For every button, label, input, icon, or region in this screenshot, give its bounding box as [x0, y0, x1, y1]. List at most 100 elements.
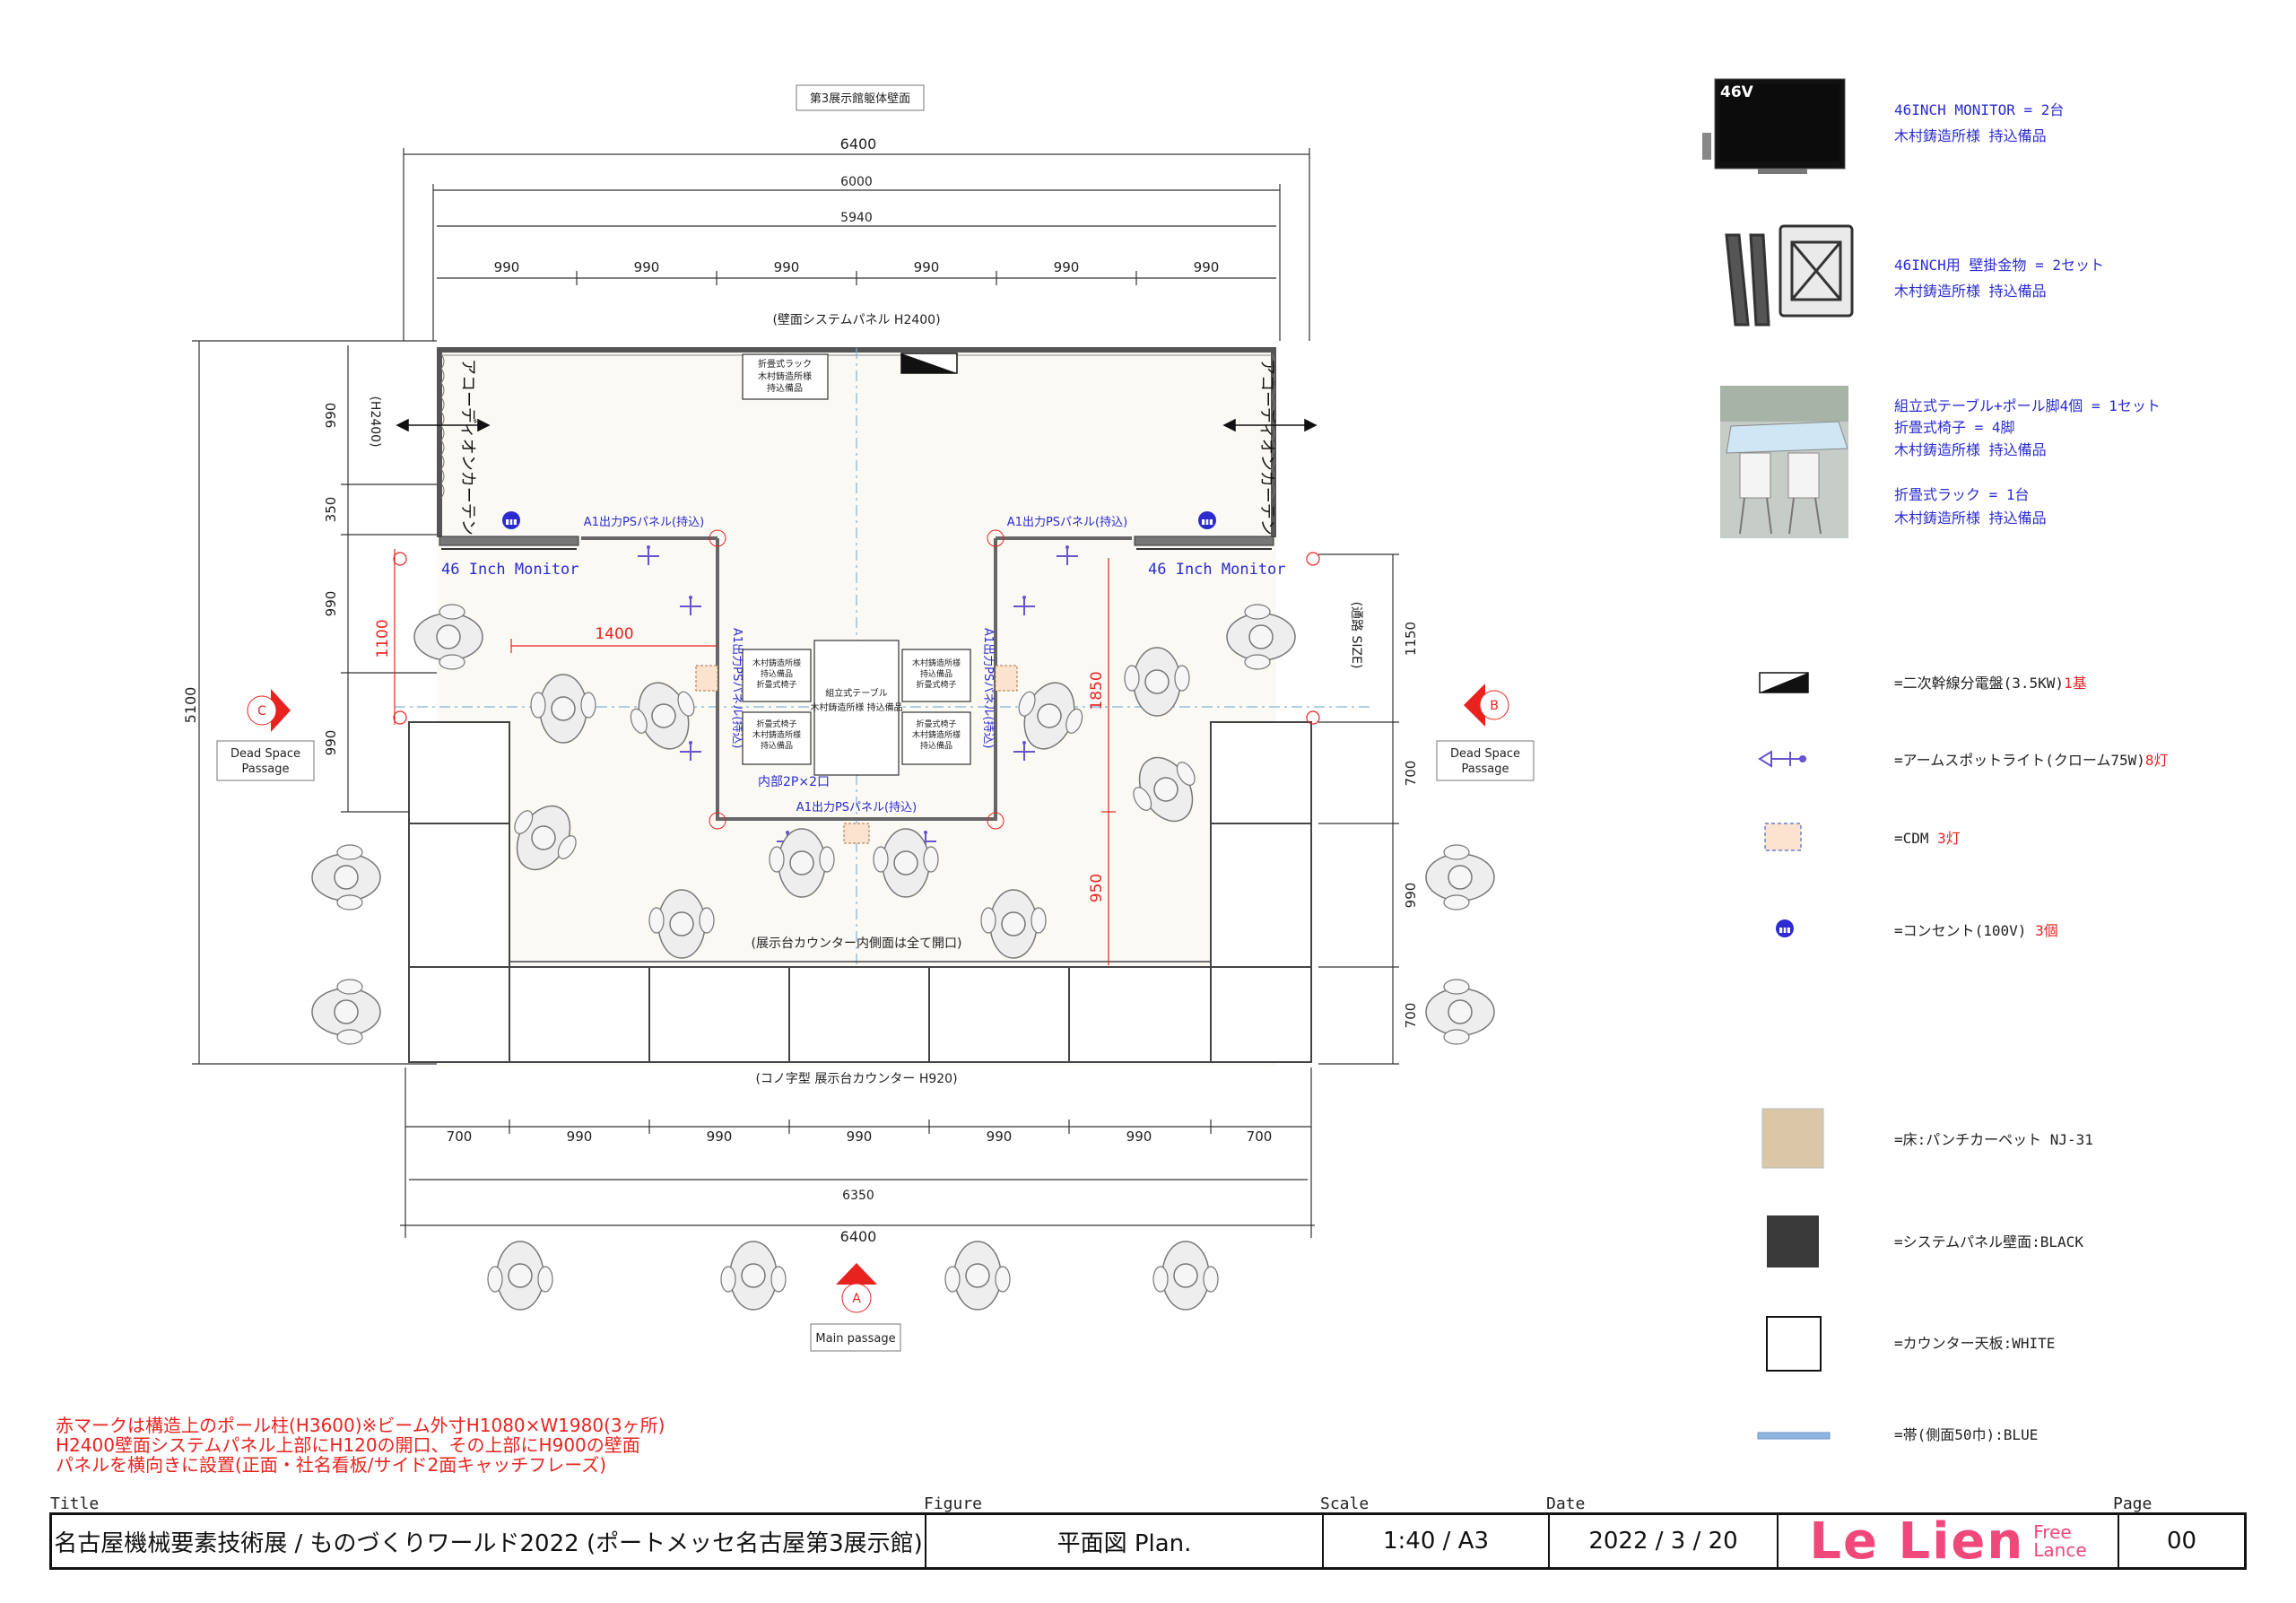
- tb-date: 2022 / 3 / 20: [1550, 1515, 1779, 1567]
- dim-5100-left: 5100: [182, 687, 199, 724]
- left-wall: [437, 347, 442, 537]
- chair-label: 持込備品: [920, 740, 952, 751]
- main-passage-box: [810, 1323, 901, 1352]
- dim-top-module: 990: [1054, 259, 1080, 275]
- dim-6000-top: 6000: [840, 175, 873, 189]
- wall-label-box: [796, 84, 925, 111]
- legend-material-text: =カウンター天板:WHITE: [1894, 1335, 2055, 1352]
- legend-table-line: 折畳式椅子 = 4脚: [1894, 419, 2015, 436]
- dim-top-module: 990: [494, 259, 520, 275]
- dim-bottom-module: 990: [707, 1128, 733, 1145]
- tb-label-page: Page: [2113, 1494, 2152, 1513]
- dimensions-right: [1318, 553, 1399, 1065]
- chair-label: 木村鋳造所様: [752, 658, 801, 668]
- folding-rack: [742, 353, 829, 400]
- table-label: 組立式テーブル: [825, 687, 887, 699]
- mark-a: [836, 1263, 877, 1313]
- tb-label-scale: Scale: [1320, 1494, 1370, 1513]
- legend-symbol-text: =CDM 3灯: [1894, 830, 1961, 847]
- chair-label: 持込備品: [920, 668, 952, 679]
- right-wall: [1271, 347, 1276, 537]
- outlet-icon: [1775, 919, 1795, 938]
- dim-left-segment: 350: [323, 497, 339, 523]
- legend-symbol-text: =二次幹線分電盤(3.5KW)1基: [1894, 675, 2087, 692]
- monitor-label-left: 46 Inch Monitor: [441, 561, 579, 579]
- mark-b: [1464, 684, 1509, 727]
- tb-label-figure: Figure: [924, 1494, 983, 1513]
- legend-monitor-line: 46INCH MONITOR = 2台: [1894, 101, 2064, 118]
- dim-1850: 1850: [1088, 671, 1106, 710]
- tb-page-text: 00: [2166, 1528, 2197, 1555]
- logo-main: Le Lien: [1809, 1512, 2025, 1571]
- legend-symbol-text: =アームスポットライト(クローム75W)8灯: [1894, 752, 2169, 769]
- tb-page: 00: [2119, 1515, 2244, 1567]
- distribution-board-icon: [900, 353, 958, 374]
- dim-1400: 1400: [595, 625, 633, 643]
- panel-swatch: [1767, 1215, 1819, 1268]
- aisle-size-label: (通路 SIZE): [1349, 602, 1363, 669]
- logo-sub-free: Free: [2033, 1521, 2072, 1543]
- tb-label-date: Date: [1546, 1494, 1586, 1513]
- dim-6350-bottom: 6350: [842, 1189, 874, 1203]
- dim-top-module: 990: [914, 259, 940, 275]
- legend-table-line: 木村鋳造所様 持込備品: [1894, 510, 2047, 527]
- chair-label: 折畳式椅子: [756, 679, 796, 690]
- table-chairs-photo: [1720, 386, 1848, 538]
- chair-label: 折畳式椅子: [756, 719, 796, 729]
- pole-marks: [393, 552, 1320, 725]
- distribution-board-icon: [1759, 672, 1809, 693]
- table-sub: 木村鋳造所様 持込備品: [810, 701, 902, 713]
- dim-left-segment: 990: [323, 591, 339, 617]
- note-line: 赤マークは構造上のポール柱(H3600)※ビーム外寸H1080×W1980(3ヶ…: [56, 1415, 665, 1436]
- dead-space-left-box: [216, 740, 315, 781]
- curtain-arrows: [396, 418, 1318, 432]
- main-passage-label: Main passage: [815, 1332, 895, 1346]
- tb-title-text: 名古屋機械要素技術展 / ものづくりワールド2022 (ポートメッセ名古屋第3展…: [54, 1529, 923, 1557]
- logo-sub-lance: Lance: [2033, 1539, 2087, 1561]
- dim-aisle: 1150: [1403, 622, 1419, 656]
- legend-table-line: 折畳式ラック = 1台: [1894, 486, 2030, 503]
- legend-material-text: =システムパネル壁面:BLACK: [1894, 1233, 2083, 1250]
- curtain-label-right: アコーディオンカーテン: [1257, 359, 1276, 536]
- mark-b-label: B: [1490, 699, 1499, 713]
- ps-panel-top-left: A1出力PSパネル(持込): [584, 516, 704, 529]
- dead-space-right-box: [1436, 740, 1535, 781]
- chair-label: 木村鋳造所様: [752, 729, 801, 740]
- tb-figure-text: 平面図 Plan.: [1057, 1529, 1192, 1557]
- monitor-label-right: 46 Inch Monitor: [1148, 561, 1286, 579]
- dim-bottom-module: 990: [567, 1128, 593, 1145]
- dim-right-segment: 990: [1403, 883, 1419, 909]
- dead-space-left: Dead Space: [230, 747, 300, 761]
- dim-bottom-module: 990: [1126, 1128, 1152, 1145]
- tb-logo: Le Lien Free Lance: [1779, 1512, 2119, 1571]
- dim-6400-bottom: 6400: [840, 1228, 877, 1245]
- chair-label: 持込備品: [761, 668, 793, 679]
- band-swatch: [1757, 1432, 1831, 1440]
- cdm-light-icon: [695, 665, 718, 692]
- title-block: 名古屋機械要素技術展 / ものづくりワールド2022 (ポートメッセ名古屋第3展…: [49, 1512, 2247, 1571]
- structural-pole-marks: [709, 529, 1004, 830]
- rack-label: 折畳式ラック: [758, 358, 812, 370]
- cdm-light-icon: [1764, 823, 1802, 851]
- dim-right-segment: 700: [1403, 1003, 1419, 1029]
- dim-h2400-label: (H2400): [368, 396, 382, 447]
- chair-label: 木村鋳造所様: [912, 658, 961, 668]
- logo-sub: Free Lance: [2033, 1523, 2086, 1559]
- dim-top-module: 990: [774, 259, 800, 275]
- dim-left-segment: 990: [323, 403, 339, 429]
- dim-950: 950: [1088, 874, 1106, 902]
- dim-right-segment: 700: [1403, 761, 1419, 787]
- chair-label: 持込備品: [761, 740, 793, 751]
- legend-table-line: 組立式テーブル+ポール脚4個 = 1セット: [1894, 397, 2161, 414]
- dim-top-module: 990: [1194, 259, 1220, 275]
- ps-panel-top-right: A1出力PSパネル(持込): [1007, 516, 1127, 529]
- dimensions-bottom: [400, 1067, 1315, 1238]
- tb-scale: 1:40 / A3: [1324, 1515, 1550, 1567]
- tb-scale-text: 1:40 / A3: [1382, 1528, 1489, 1555]
- curtain-label-left: アコーディオンカーテン: [458, 359, 477, 536]
- notes-block: 赤マークは構造上のポール柱(H3600)※ビーム外寸H1080×W1980(3ヶ…: [56, 1416, 665, 1475]
- counter-label: (コノ字型 展示台カウンター H920): [755, 1072, 957, 1086]
- dim-5940-top: 5940: [840, 211, 873, 225]
- wall-panel-label: (壁面システムパネル H2400): [772, 313, 940, 327]
